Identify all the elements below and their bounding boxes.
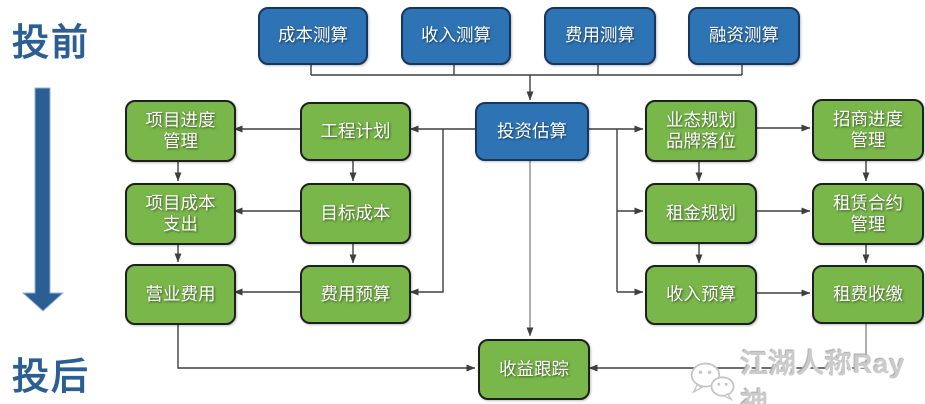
column-down-connectors <box>174 157 870 264</box>
node-project-cost-expense: 项目成本 支出 <box>125 183 236 245</box>
node-financing-calc: 融资测算 <box>688 7 800 65</box>
left-row-connectors <box>233 125 300 296</box>
node-operating-expense: 营业费用 <box>125 264 236 325</box>
node-expense-budget: 费用预算 <box>300 265 411 324</box>
node-investment-estimate: 投资估算 <box>475 102 589 161</box>
wechat-icon <box>690 362 735 402</box>
node-target-cost: 目标成本 <box>300 183 411 244</box>
watermark-text: 江湖人称Ray神 <box>740 349 906 404</box>
node-lease-contract-mgmt: 租赁合约 管理 <box>812 183 924 245</box>
node-expense-calc: 费用测算 <box>544 7 656 65</box>
node-cost-calc: 成本测算 <box>258 7 368 65</box>
node-income-calc: 收入测算 <box>401 7 511 65</box>
phase-label-post: 投后 <box>12 356 90 397</box>
node-rent-collection: 租费收缴 <box>812 265 924 324</box>
node-income-budget: 收入预算 <box>645 265 757 325</box>
estimate-right-connectors <box>585 125 644 296</box>
top-bus-connectors <box>310 61 743 101</box>
node-rent-planning: 租金规划 <box>645 183 757 244</box>
node-project-progress-mgmt: 项目进度 管理 <box>125 100 236 162</box>
estimate-left-connectors <box>409 125 475 296</box>
right-row-connectors <box>753 124 811 297</box>
watermark: 江湖人称Ray神 <box>688 342 925 404</box>
node-revenue-tracking: 收益跟踪 <box>478 339 590 400</box>
phase-down-arrow <box>21 87 65 312</box>
node-leasing-progress-mgmt: 招商进度 管理 <box>812 99 924 161</box>
node-format-brand-planning: 业态规划 品牌落位 <box>645 100 757 162</box>
phase-label-pre: 投前 <box>12 22 90 63</box>
revenue-tracking-connectors <box>177 157 867 372</box>
node-engineering-plan: 工程计划 <box>300 102 411 161</box>
